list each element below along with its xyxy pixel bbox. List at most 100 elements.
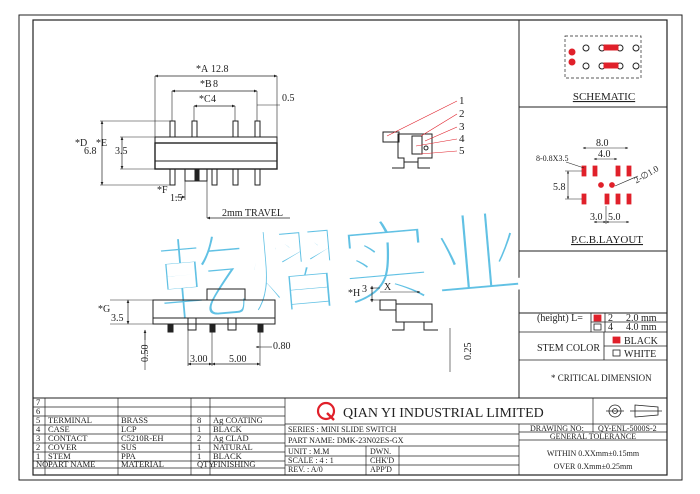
- title-block: [285, 398, 667, 475]
- dim-c-value: 4: [211, 94, 216, 105]
- bom-cell: TERMINAL: [48, 415, 92, 425]
- bom-cell: NATURAL: [213, 442, 253, 452]
- rev-label: REV. : A/0: [288, 465, 323, 474]
- bom-cell: 1: [197, 442, 201, 452]
- dim-f-value: 1.5: [170, 193, 183, 204]
- tolerance-title: GENERAL TOLERANCE: [550, 432, 636, 441]
- bom-cell: 2: [197, 433, 201, 443]
- bom-cell: 7: [36, 397, 40, 407]
- dim-h-label: *H: [348, 288, 360, 299]
- height-row-2-code: 4: [608, 322, 613, 333]
- top-terminals: [169, 120, 261, 138]
- dim-x-label: X: [384, 282, 392, 293]
- bom-cell: 6: [36, 406, 40, 416]
- critical-dimension-note: * CRITICAL DIMENSION: [551, 373, 652, 383]
- pcb-layout-diagram: [565, 146, 639, 224]
- pcb-layout-dims: 8.0 4.0 8-0.8X3.5 5.8 2-∅1.0 3.0 5.0: [536, 138, 661, 223]
- stem-color-option-1: BLACK: [624, 336, 659, 347]
- tolerance-within: WITHIN 0.XXmm±0.15mm: [547, 449, 640, 458]
- bom-cell: CONTACT: [48, 433, 88, 443]
- bom-cell: 2: [36, 442, 40, 452]
- part-name-label: PART NAME: DMK-23N02ES-GX: [288, 436, 404, 445]
- bom-cell: COVER: [48, 442, 77, 452]
- bom-cell: LCP: [121, 424, 137, 434]
- schematic-title: SCHEMATIC: [573, 91, 635, 103]
- height-row-1-code: 2: [608, 313, 613, 324]
- bom-cell: 5: [36, 415, 40, 425]
- bom-cell: MATERIAL: [121, 459, 164, 469]
- schematic-diagram: [564, 35, 642, 79]
- bom-cell: 1: [197, 424, 201, 434]
- bom-cell: 1: [36, 451, 40, 461]
- dim-a-value: 12.8: [211, 64, 229, 75]
- bom-cell: 8: [197, 415, 201, 425]
- bom-cell: PART NAME: [48, 459, 95, 469]
- stem-color-option-2: WHITE: [624, 349, 656, 360]
- series-label: SERIES : MINI SLIDE SWITCH: [288, 425, 397, 434]
- bom-cell: PPA: [121, 451, 137, 461]
- company-logo: [316, 401, 336, 421]
- unit-label: UNIT : M.M: [288, 447, 329, 456]
- pcb-dim-3-0: 3.0: [590, 212, 603, 223]
- pcb-holes-label: 8-0.8X3.5: [536, 154, 568, 163]
- scale-label: SCALE : 4 : 1: [288, 456, 334, 465]
- dwn-label: DWN.: [370, 447, 391, 456]
- drawing-no-label: DRAWING NO:: [530, 424, 584, 433]
- dim-0-5: 0.5: [282, 93, 295, 104]
- pcb-dim-hole-diameter: 2-∅1.0: [632, 163, 660, 185]
- bottom-view: [110, 288, 276, 370]
- dim-a-label: *A: [196, 64, 209, 75]
- bottom-terminals: [169, 168, 261, 186]
- callout-1: 1: [459, 95, 465, 107]
- sheet-frame: [18, 14, 683, 481]
- dim-d-value: 6.8: [84, 146, 97, 157]
- callout-3: 3: [459, 121, 465, 133]
- height-table: [519, 313, 667, 361]
- side-view-upper: [382, 100, 458, 169]
- height-row-2-value: 4.0 mm: [626, 322, 657, 333]
- pcb-dim-5-8: 5.8: [553, 182, 566, 193]
- bom-cell: 4: [36, 424, 41, 434]
- dim-0-25: 0.25: [463, 343, 474, 361]
- company-name: QIAN YI INDUSTRIAL LIMITED: [343, 406, 544, 421]
- callout-5: 5: [459, 145, 465, 157]
- height-label: (height) L=: [537, 313, 583, 324]
- bom-cell: BRASS: [121, 415, 148, 425]
- travel-label: 2mm TRAVEL: [222, 208, 283, 219]
- bom-cell: STEM: [48, 451, 71, 461]
- bom-cell: QTY: [197, 459, 214, 469]
- pcb-dim-8-0: 8.0: [596, 138, 609, 149]
- callout-labels: 1 2 3 4 5: [459, 95, 465, 157]
- dim-0-80: 0.80: [273, 341, 291, 352]
- side-view-lower: [370, 285, 451, 372]
- bom-cell: FINISHING: [213, 459, 256, 469]
- front-view-dims: *A 12.8 *B 8 *C 4 0.5 *D 6.8 *E 3.5 *F 1…: [75, 64, 295, 219]
- dim-0-50: 0.50: [140, 345, 151, 363]
- bom-cell: SUS: [121, 442, 137, 452]
- stem-color-label: STEM COLOR: [537, 343, 600, 354]
- dim-g-value: 3.5: [111, 313, 124, 324]
- dim-5-00: 5.00: [229, 354, 247, 365]
- title-block-text: QIAN YI INDUSTRIAL LIMITED SERIES : MINI…: [288, 406, 657, 474]
- bom-cell: BLACK: [213, 451, 243, 461]
- pcb-dim-5-0: 5.0: [608, 212, 621, 223]
- front-view: [100, 74, 290, 220]
- bom-cell: C5210R-EH: [121, 433, 164, 443]
- dim-e-label: *E: [96, 138, 107, 149]
- bom-cell: Ag COATING: [213, 415, 263, 425]
- watermark-text: 乾熠实业: [152, 199, 528, 338]
- tolerance-over: OVER 0.Xmm±0.25mm: [554, 462, 634, 471]
- appd-label: APP'D: [370, 465, 392, 474]
- dim-h-value: 3: [362, 284, 367, 295]
- dim-b-label: *B: [200, 79, 212, 90]
- dim-g-label: *G: [98, 304, 110, 315]
- callout-2: 2: [459, 108, 465, 120]
- drawing-no-value: QY-ENL-5000S-2: [598, 424, 657, 433]
- dim-f-label: *F: [157, 185, 168, 196]
- height-row-1-value: 2.0 mm: [626, 313, 657, 324]
- pcb-layout-title: P.C.B.LAYOUT: [571, 234, 643, 246]
- dim-c-label: *C: [199, 94, 211, 105]
- height-table-text: (height) L= 2 2.0 mm 4 4.0 mm STEM COLOR…: [537, 313, 659, 383]
- bottom-view-dims: *G 3.5 0.50 3.00 5.00 0.80: [98, 304, 291, 365]
- pcb-dim-4-0: 4.0: [598, 149, 611, 160]
